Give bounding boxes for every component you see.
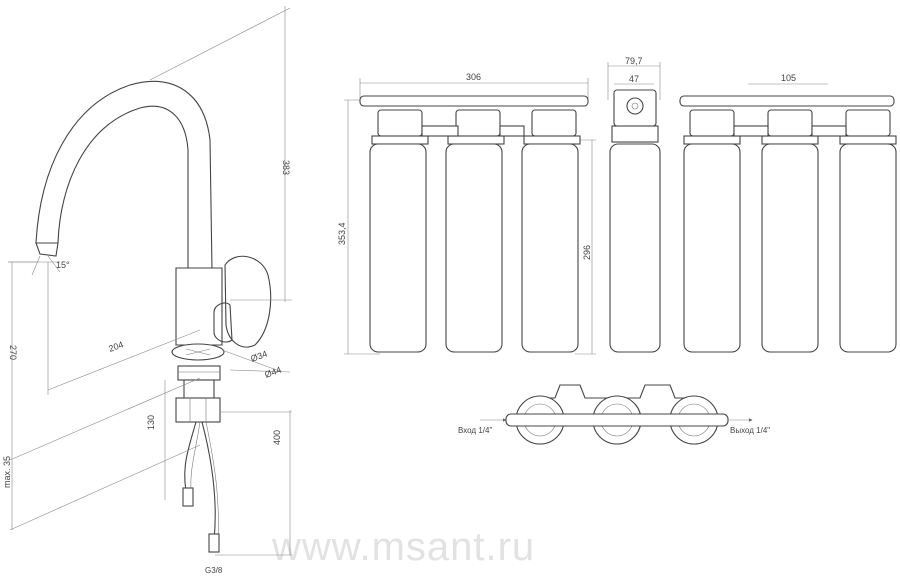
filter-top: Вход 1/4" Выход 1/4": [458, 384, 770, 445]
dim-130: 130: [146, 415, 156, 430]
dim-47: 47: [629, 74, 639, 84]
dim-296: 296: [582, 245, 592, 260]
dim-204: 204: [107, 339, 125, 354]
dim-105: 105: [781, 73, 796, 83]
faucet-drawing: 383 15° 204 270 Ø34 Ø44 130 400 max. 35 …: [2, 6, 292, 575]
spout-outer: [35, 80, 213, 271]
filter-front: 306 353,4 296: [337, 72, 596, 355]
filter-side: 79,7 47: [607, 56, 661, 353]
faucet-handle: [224, 255, 272, 348]
filter-back: 105: [679, 73, 897, 353]
dim-306: 306: [466, 72, 481, 82]
label-inlet: Вход 1/4": [458, 426, 492, 435]
dim-3534: 353,4: [337, 222, 347, 245]
faucet-body: [175, 267, 223, 346]
dim-d44: Ø44: [263, 365, 282, 380]
dim-383: 383: [281, 160, 291, 175]
watermark: www.msant.ru: [271, 525, 535, 569]
dim-angle: 15°: [56, 260, 70, 270]
dim-max35: max. 35: [2, 456, 12, 488]
hose-right: [201, 421, 216, 541]
dim-g38: G3/8: [205, 566, 223, 575]
dim-270: 270: [8, 345, 18, 360]
dim-400: 400: [272, 430, 282, 445]
dim-797: 79,7: [625, 56, 643, 66]
dim-d34: Ø34: [249, 349, 268, 364]
label-outlet: Выход 1/4": [730, 426, 770, 435]
